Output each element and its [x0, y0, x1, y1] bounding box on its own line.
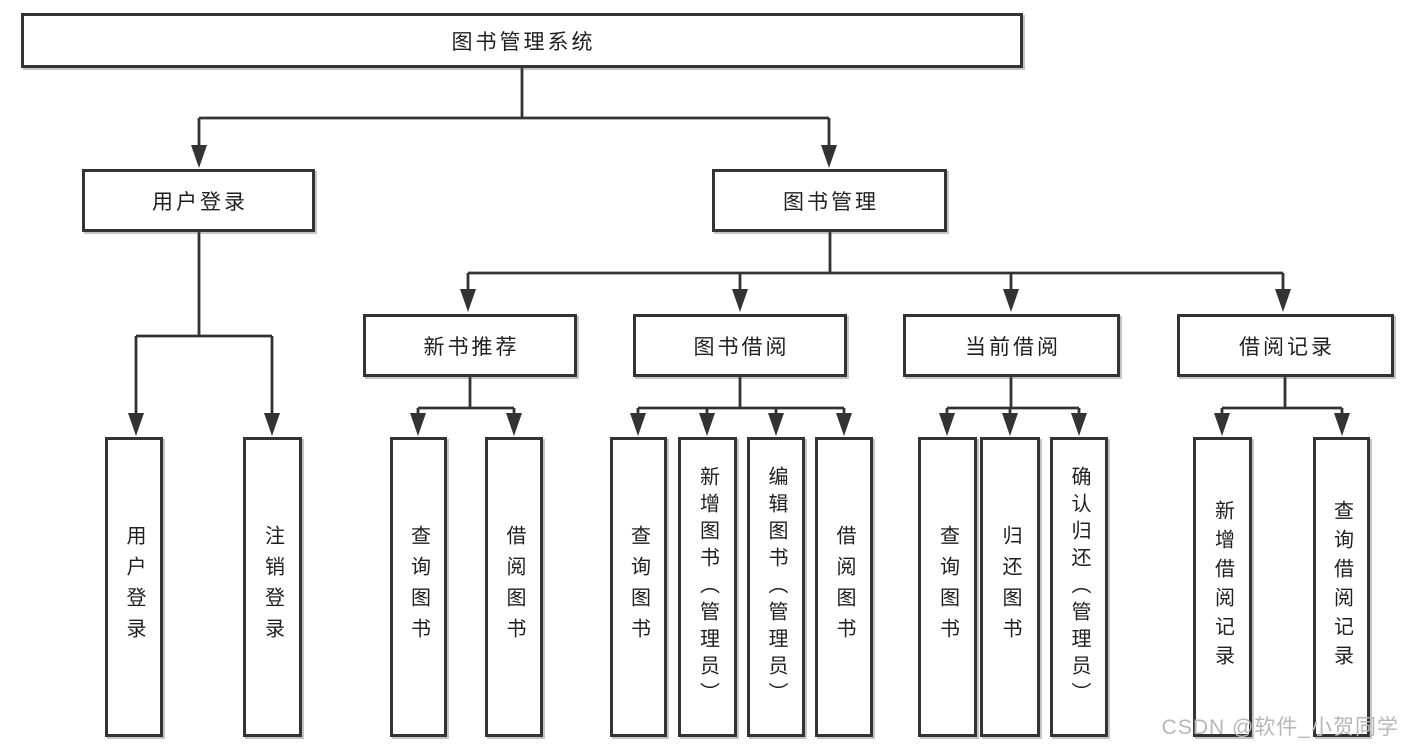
leaf-add-book-admin-label: 新增图书（管理员） [696, 465, 719, 709]
leaf-query-books-current: 查询图书 [918, 437, 977, 737]
leaf-add-book-admin: 新增图书（管理员） [678, 437, 737, 737]
leaf-return-book: 归还图书 [980, 437, 1040, 737]
node-current-borrow: 当前借阅 [903, 314, 1120, 377]
leaf-user-login-label: 用户登录 [123, 525, 145, 649]
leaf-edit-book-admin-label: 编辑图书（管理员） [765, 465, 787, 709]
leaf-logout-label: 注销登录 [261, 525, 284, 649]
leaf-borrow-books-borrow: 借阅图书 [815, 437, 873, 737]
leaf-confirm-return-admin: 确认归还（管理员） [1050, 437, 1108, 737]
leaf-borrow-books-recommend-label: 借阅图书 [503, 525, 525, 649]
leaf-edit-book-admin: 编辑图书（管理员） [747, 437, 805, 737]
node-borrow-records: 借阅记录 [1177, 314, 1394, 377]
leaf-query-books-current-label: 查询图书 [936, 525, 959, 649]
leaf-return-book-label: 归还图书 [999, 525, 1021, 649]
leaf-add-borrow-record: 新增借阅记录 [1193, 437, 1252, 737]
node-book-management: 图书管理 [712, 169, 947, 232]
csdn-watermark: CSDN @软件_小贺同学 [1161, 716, 1399, 739]
leaf-query-books-borrow: 查询图书 [610, 437, 667, 737]
node-library-system: 图书管理系统 [21, 13, 1023, 68]
leaf-borrow-books-borrow-label: 借阅图书 [833, 525, 855, 649]
leaf-query-borrow-record-label: 查询借阅记录 [1330, 500, 1353, 674]
node-new-book-recommend: 新书推荐 [363, 314, 577, 377]
leaf-query-books-recommend: 查询图书 [390, 437, 447, 737]
leaf-borrow-books-recommend: 借阅图书 [485, 437, 543, 737]
leaf-query-books-borrow-label: 查询图书 [627, 525, 650, 649]
leaf-query-books-recommend-label: 查询图书 [407, 525, 430, 649]
node-user-login: 用户登录 [82, 169, 315, 232]
leaf-query-borrow-record: 查询借阅记录 [1313, 437, 1370, 737]
node-book-borrow: 图书借阅 [633, 314, 847, 377]
leaf-add-borrow-record-label: 新增借阅记录 [1211, 500, 1234, 674]
leaf-confirm-return-admin-label: 确认归还（管理员） [1068, 465, 1090, 709]
leaf-logout: 注销登录 [243, 437, 302, 737]
leaf-user-login: 用户登录 [105, 437, 163, 737]
